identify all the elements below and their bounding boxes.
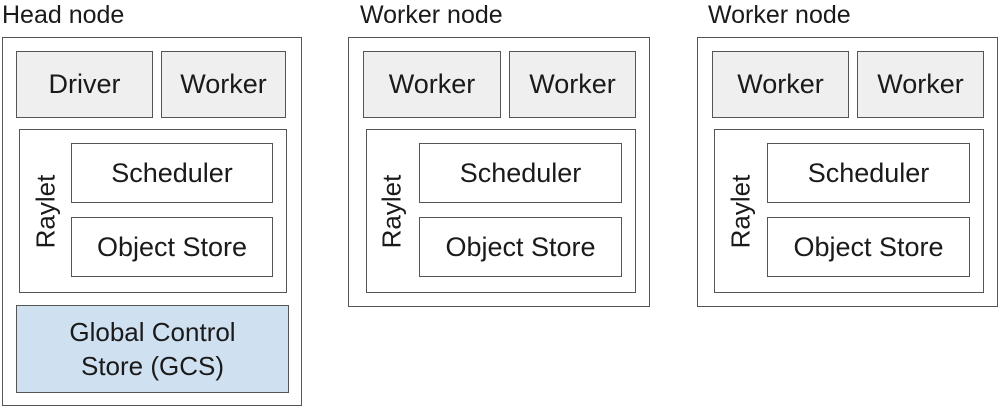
head-object-store-label: Object Store bbox=[96, 231, 248, 262]
worker-node-1-raylet-label: Raylet bbox=[376, 174, 407, 248]
worker-node-2-scheduler-label: Scheduler bbox=[807, 157, 930, 188]
worker-node-2-object-store-label: Object Store bbox=[793, 231, 944, 262]
head-node-title: Head node bbox=[2, 1, 125, 29]
head-scheduler: Scheduler bbox=[71, 143, 273, 203]
gcs-label-line1: Global Control bbox=[69, 317, 236, 347]
worker-node-1-worker-b-label: Worker bbox=[529, 69, 616, 99]
worker-node-1-scheduler-label: Scheduler bbox=[459, 157, 582, 188]
head-raylet-label: Raylet bbox=[30, 174, 61, 248]
worker-node-2-worker-b: Worker bbox=[857, 51, 984, 118]
worker-node-2-worker-a-label: Worker bbox=[737, 69, 824, 99]
head-worker-process: Worker bbox=[161, 51, 286, 118]
worker-node-2-raylet-label: Raylet bbox=[725, 174, 756, 248]
driver-process: Driver bbox=[16, 51, 153, 118]
driver-process-label: Driver bbox=[48, 69, 121, 99]
global-control-store: Global Control Store (GCS) bbox=[16, 305, 289, 393]
worker-node-1-worker-b: Worker bbox=[509, 51, 636, 118]
gcs-label-line2: Store (GCS) bbox=[80, 351, 225, 381]
worker-node-2-worker-b-label: Worker bbox=[877, 69, 964, 99]
head-worker-process-label: Worker bbox=[180, 69, 267, 99]
worker-node-1-title: Worker node bbox=[360, 1, 503, 29]
head-scheduler-label: Scheduler bbox=[111, 157, 233, 188]
worker-node-2-worker-a: Worker bbox=[712, 51, 849, 118]
worker-node-1-worker-a-label: Worker bbox=[388, 69, 476, 99]
worker-node-1-worker-a: Worker bbox=[363, 51, 501, 118]
worker-node-2-object-store: Object Store bbox=[767, 217, 970, 277]
worker-node-2-title: Worker node bbox=[708, 1, 851, 29]
worker-node-1-scheduler: Scheduler bbox=[419, 143, 622, 203]
worker-node-1-object-store: Object Store bbox=[419, 217, 622, 277]
worker-node-1-object-store-label: Object Store bbox=[445, 231, 596, 262]
worker-node-2-scheduler: Scheduler bbox=[767, 143, 970, 203]
head-object-store: Object Store bbox=[71, 217, 273, 277]
